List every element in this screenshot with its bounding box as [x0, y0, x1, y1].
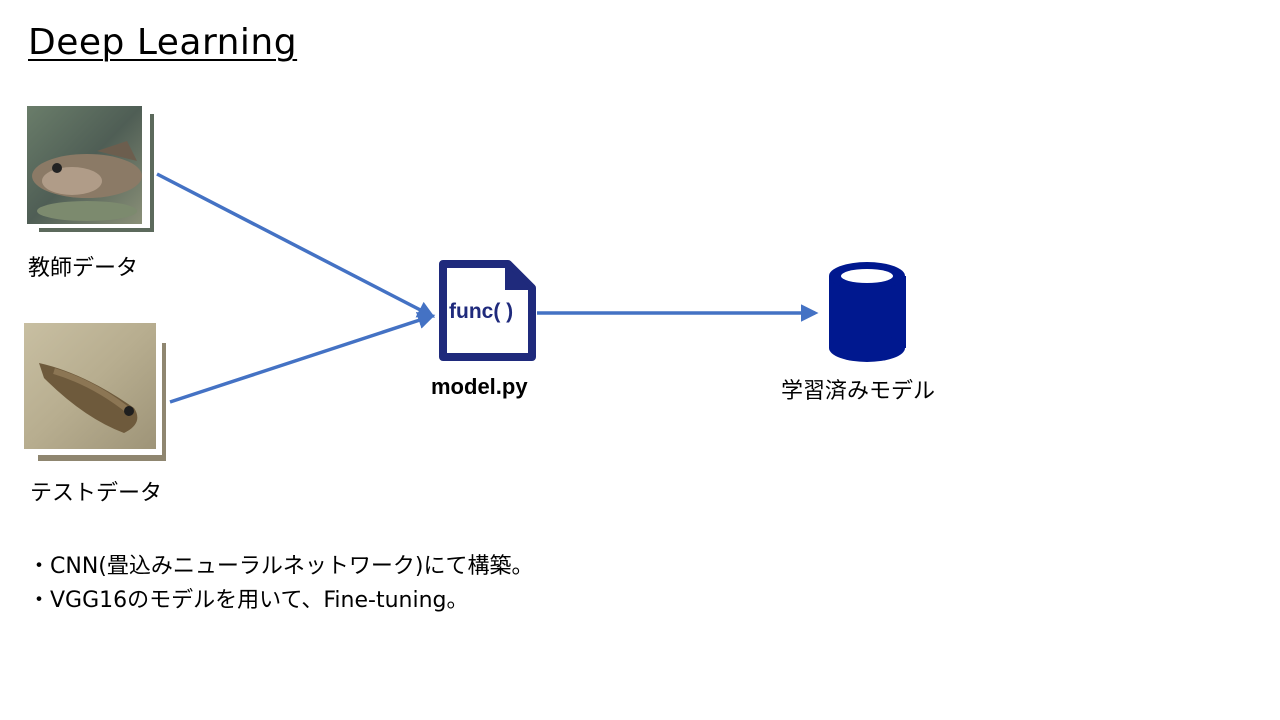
arrow-test-to-model [169, 312, 436, 404]
python-file-icon [439, 260, 536, 361]
training-data-image [27, 106, 157, 236]
training-data-label: 教師データ [28, 256, 139, 281]
file-code-text: func( ) [449, 300, 514, 323]
page-title: Deep Learning [28, 22, 298, 63]
test-data-image [24, 323, 169, 463]
note-item: ・VGG16のモデルを用いて、Fine-tuning。 [28, 588, 469, 613]
model-file-name: model.py [431, 374, 528, 399]
notes-list: ・CNN(畳込みニューラルネットワーク)にて構築。 ・VGG16のモデルを用いて… [28, 550, 533, 618]
arrow-training-to-model [156, 172, 436, 318]
database-icon [829, 262, 906, 362]
note-item: ・CNN(畳込みニューラルネットワーク)にて構築。 [28, 554, 534, 579]
trained-model-label: 学習済みモデル [781, 379, 936, 404]
test-data-label: テストデータ [30, 481, 163, 506]
